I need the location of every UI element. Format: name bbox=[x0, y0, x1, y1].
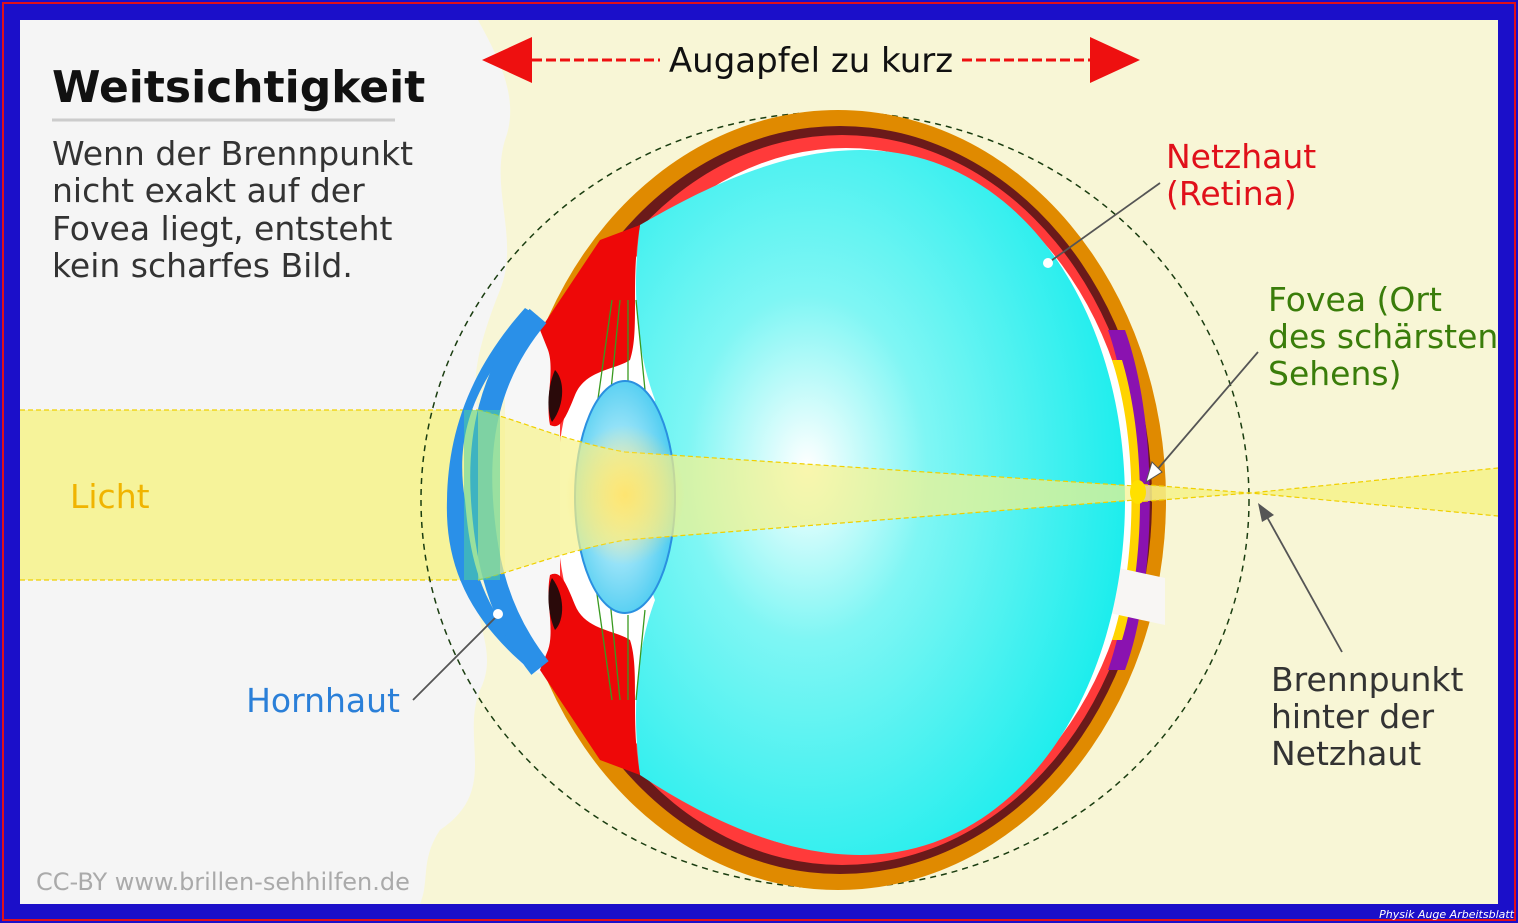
optic-nerve bbox=[1105, 565, 1165, 625]
focal-point-label-line: Brennpunkt bbox=[1271, 660, 1464, 699]
posterior-yellow-layer bbox=[1112, 360, 1140, 640]
focal-point-label-line: hinter der bbox=[1271, 697, 1435, 736]
focus-edge-bottom bbox=[1134, 492, 1499, 517]
description-line: Wenn der Brennpunkt bbox=[52, 134, 413, 173]
cornea-pointer-line bbox=[412, 615, 498, 701]
eyeball-too-short-label: Augapfel zu kurz bbox=[669, 41, 953, 81]
iris-bottom bbox=[548, 578, 563, 630]
lens-light-glow bbox=[565, 425, 685, 565]
retina-pointer-line bbox=[1047, 182, 1161, 264]
fovea-label-line: Fovea (Ort bbox=[1268, 280, 1442, 319]
description-line: kein scharfes Bild. bbox=[52, 246, 353, 285]
fovea-pointer-line bbox=[1149, 351, 1259, 479]
arrow-left-head bbox=[482, 37, 532, 83]
fovea-label-line: Sehens) bbox=[1268, 354, 1401, 393]
description-line: Fovea liegt, entsteht bbox=[52, 209, 393, 248]
focal-pointer-head bbox=[1258, 503, 1274, 522]
focal-point-label-line: Netzhaut bbox=[1271, 734, 1421, 773]
cornea-label: Hornhaut bbox=[246, 681, 400, 720]
incoming-light-beam bbox=[20, 410, 478, 580]
beam-behind-retina bbox=[1135, 468, 1498, 516]
fovea-spot bbox=[1130, 480, 1146, 504]
focal-pointer-line bbox=[1261, 507, 1343, 653]
cornea-pointer-dot bbox=[493, 609, 503, 619]
description-line: nicht exakt auf der bbox=[52, 171, 365, 210]
retina-label: Netzhaut (Retina) bbox=[1166, 137, 1316, 213]
description: Wenn der Brennpunkt nicht exakt auf der … bbox=[52, 134, 413, 285]
watermark-text: Physik Auge Arbeitsblatt bbox=[1379, 908, 1515, 921]
ciliary-body-bottom bbox=[540, 573, 640, 775]
fovea-label: Fovea (Ort des schärsten Sehens) bbox=[1268, 280, 1498, 393]
arrow-right-head bbox=[1090, 37, 1140, 83]
fovea-pointer-head bbox=[1145, 461, 1163, 484]
cornea-light-overlap bbox=[464, 410, 500, 580]
ciliary-body-top bbox=[540, 225, 640, 427]
light-label: Licht bbox=[70, 477, 150, 516]
fovea-label-line: des schärsten bbox=[1268, 317, 1498, 356]
credit-text: CC-BY www.brillen-sehhilfen.de bbox=[36, 868, 410, 896]
focal-point-label: Brennpunkt hinter der Netzhaut bbox=[1271, 660, 1464, 773]
page-title: Weitsichtigkeit bbox=[52, 62, 425, 113]
iris-top bbox=[548, 370, 563, 422]
retina-label-line: Netzhaut bbox=[1166, 137, 1316, 176]
retina-label-line: (Retina) bbox=[1166, 174, 1297, 213]
retina-pointer-dot bbox=[1043, 258, 1053, 268]
